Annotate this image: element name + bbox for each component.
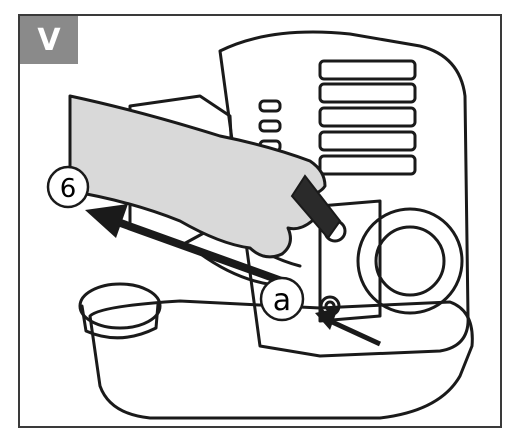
hand [70,96,325,257]
callout-part: a [261,278,303,320]
bolt-pointer-arrow [315,308,380,344]
callout-direction: 6 [48,167,88,207]
starter-housing [358,209,462,313]
engine-illustration: 6 a [20,16,500,426]
step-badge: V [20,16,78,64]
callout-direction-label: 6 [60,174,77,204]
callout-part-label: a [273,283,291,318]
